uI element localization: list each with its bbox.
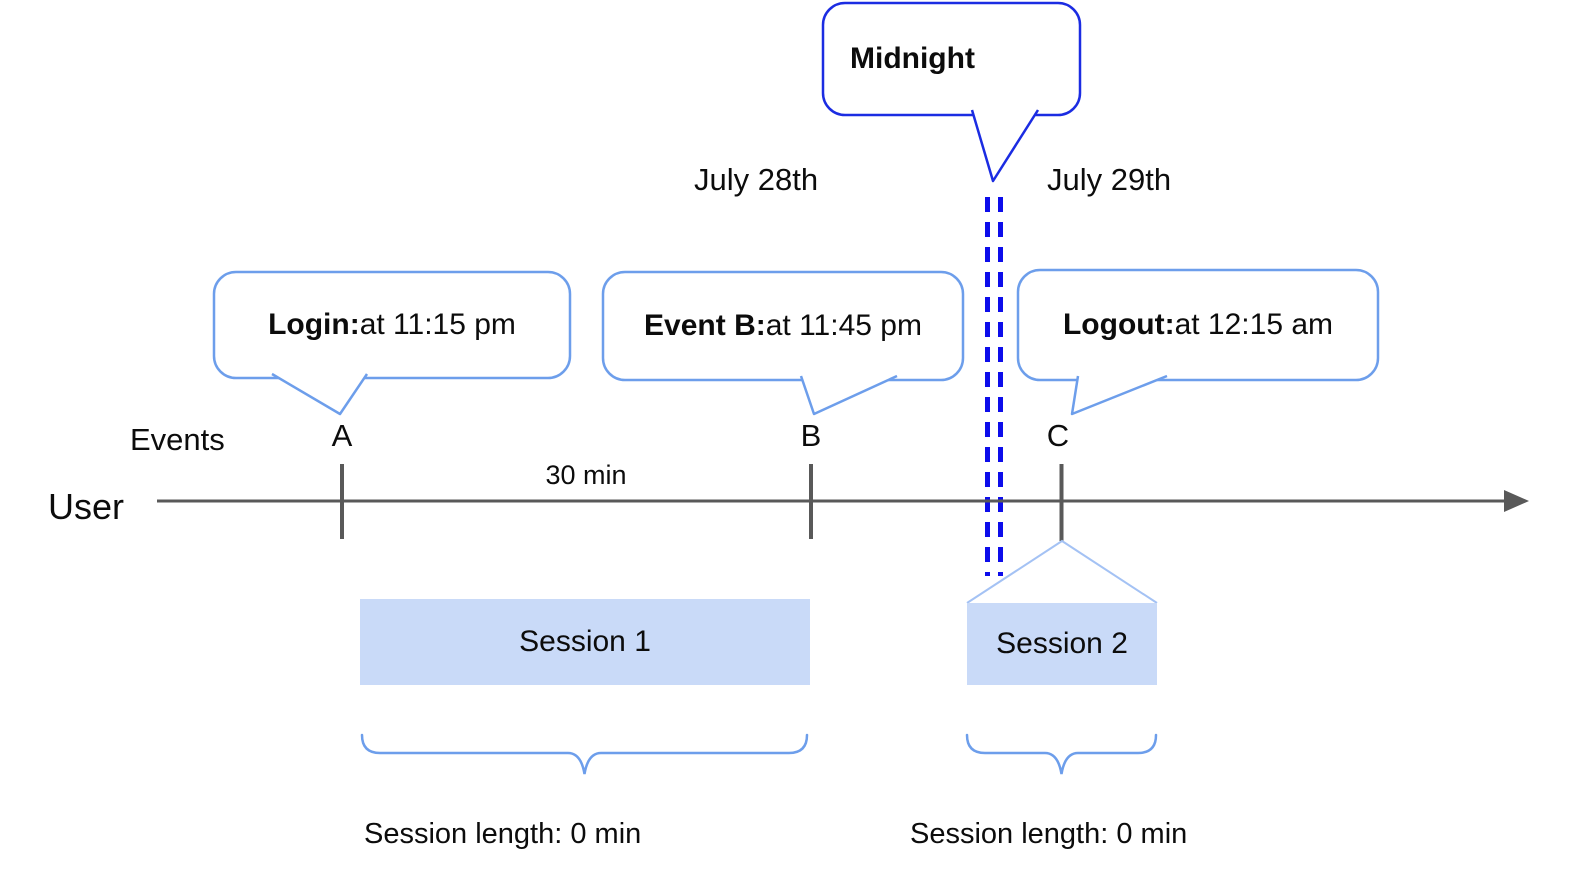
login-label: Login: — [268, 308, 360, 341]
date-label-july-28: July 28th — [694, 162, 819, 197]
login-time: at 11:15 pm — [359, 308, 516, 341]
date-label-july-29: July 29th — [1047, 162, 1172, 197]
session-length-braces — [360, 733, 1158, 775]
session2-label: Session 2 — [996, 627, 1128, 660]
event-mark-c: C — [1046, 418, 1070, 453]
interval-label-30min: 30 min — [545, 460, 627, 490]
event-tick-marks — [340, 464, 1064, 541]
logout-label: Logout: — [1062, 308, 1175, 341]
login-callout: Login: at 11:15 pm — [214, 272, 570, 378]
login-callout-shape — [212, 270, 572, 416]
session2-length-label: Session length: 0 min — [910, 818, 1188, 850]
logout-time: at 12:15 am — [1174, 308, 1334, 341]
logout-callout-shape — [1016, 268, 1380, 416]
event-b-label: Event B: — [644, 309, 766, 342]
midnight-divider-dashed-line — [985, 197, 1003, 576]
midnight-label: Midnight — [850, 42, 975, 75]
event-b-callout: Event B: at 11:45 pm — [603, 272, 963, 380]
logout-callout: Logout: at 12:15 am — [1018, 270, 1378, 380]
midnight-callout: Midnight — [823, 3, 1080, 115]
session1-box: Session 1 — [360, 599, 810, 685]
event-mark-b: B — [800, 418, 822, 453]
events-row-label: Events — [130, 422, 225, 457]
session2-box: Session 2 — [967, 603, 1157, 685]
event-mark-a: A — [331, 418, 353, 453]
session1-brace — [360, 733, 809, 775]
timeline-arrowhead — [1504, 490, 1529, 512]
event-b-callout-shape — [601, 270, 965, 416]
session1-label: Session 1 — [519, 625, 651, 658]
session2-brace — [965, 733, 1158, 775]
timeline-axis — [157, 464, 1529, 541]
user-row-label: User — [48, 486, 125, 527]
event-b-time: at 11:45 pm — [765, 309, 922, 342]
midnight-callout-shape — [821, 1, 1082, 183]
session1-length-label: Session length: 0 min — [364, 818, 642, 850]
session2-pointer-lines — [966, 539, 1158, 604]
